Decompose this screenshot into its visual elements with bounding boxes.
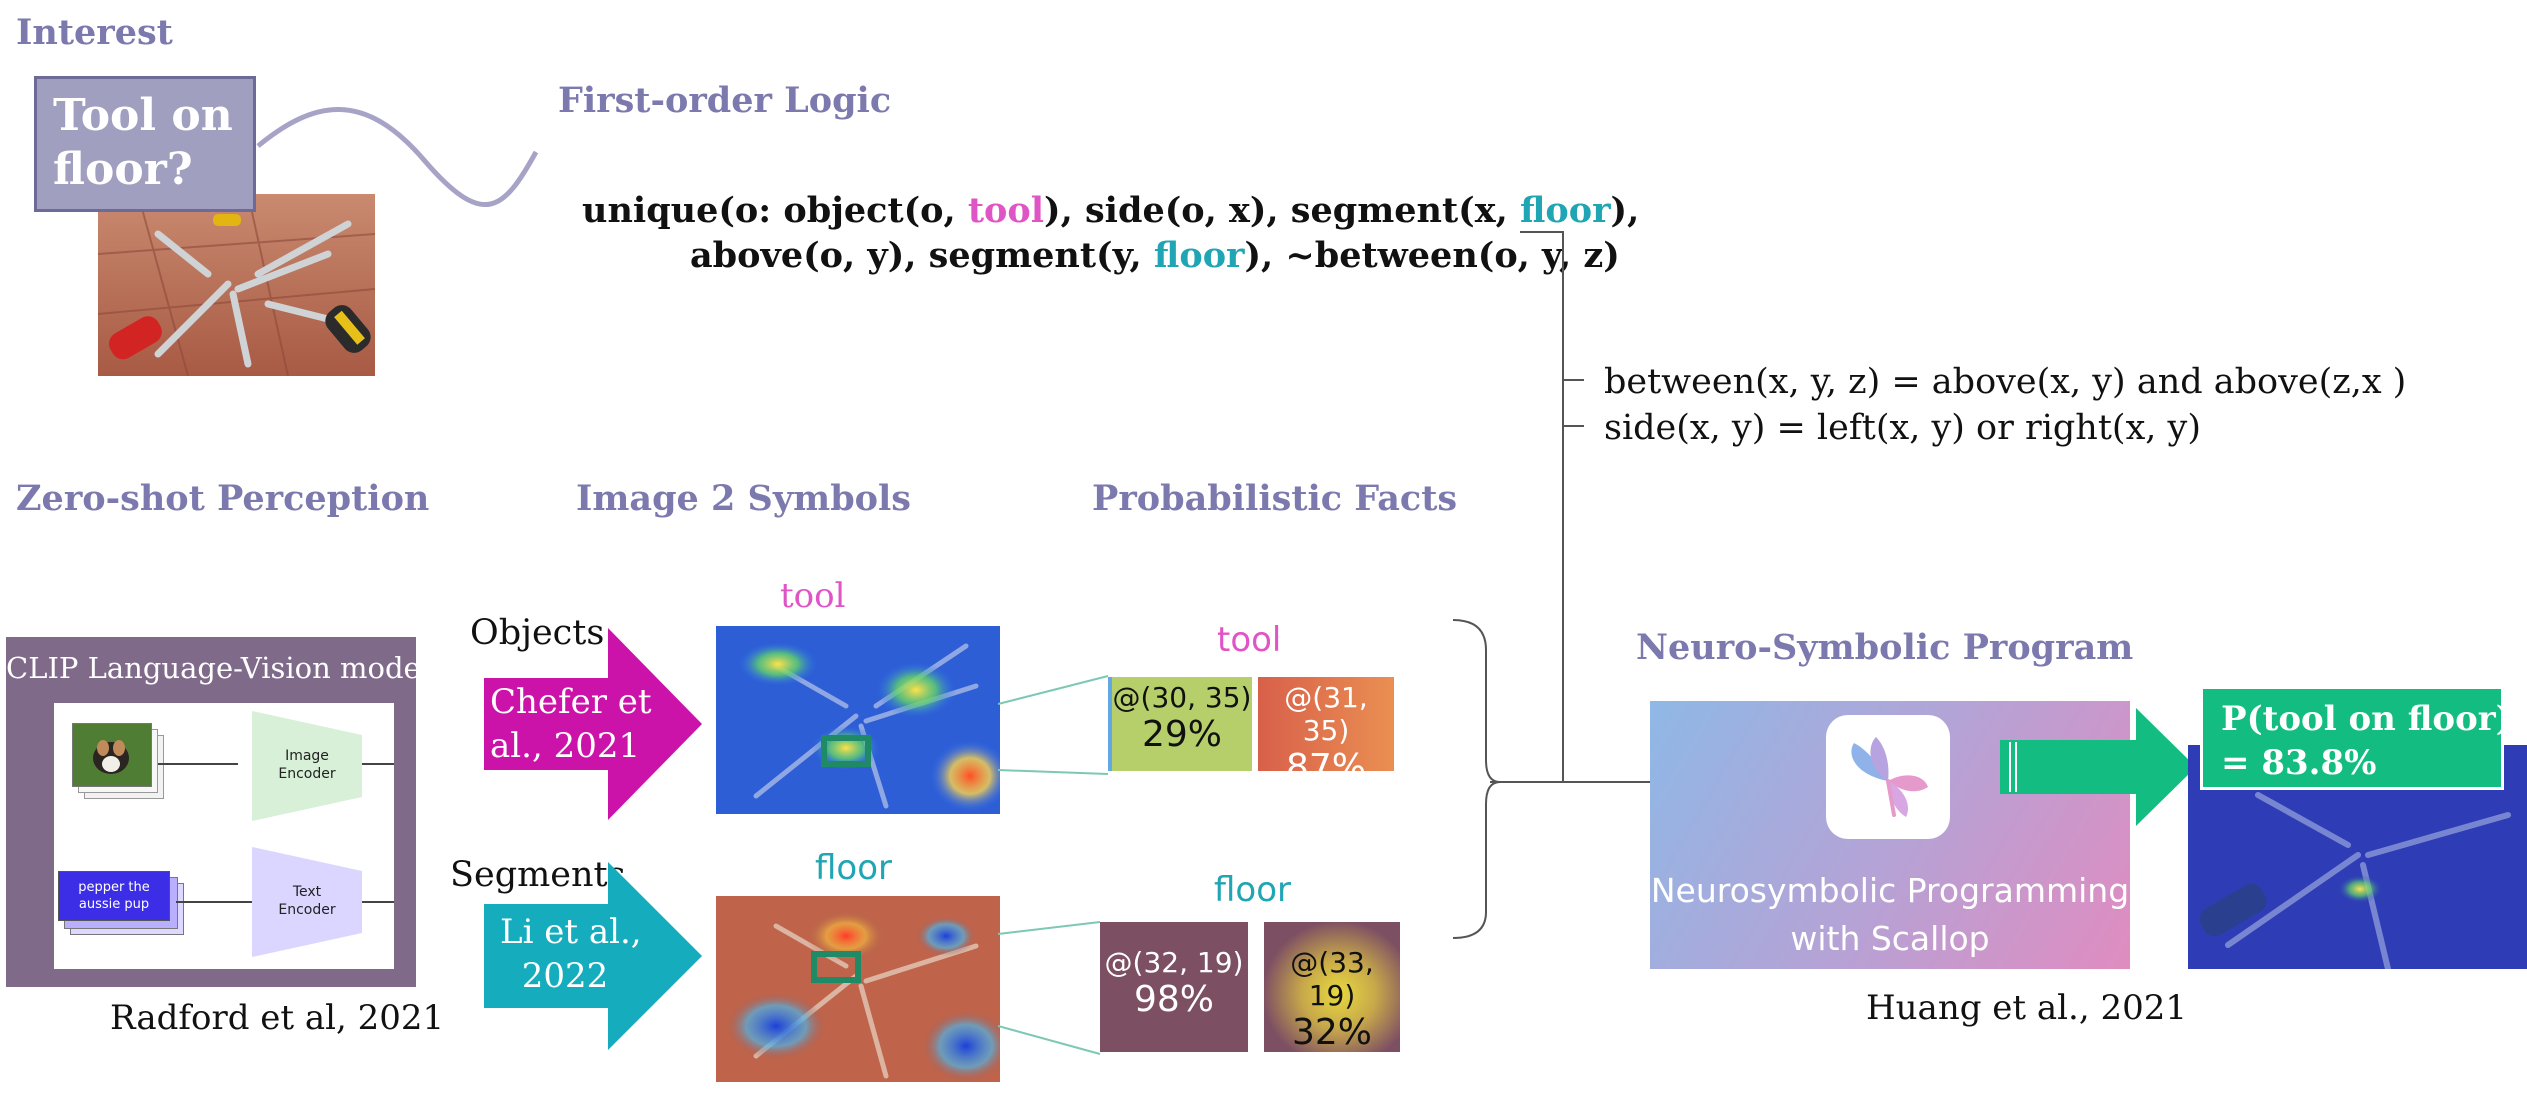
result-line-1: P(tool on floor)	[2221, 699, 2512, 739]
question-line-1: Tool on	[53, 90, 233, 141]
fact-coord: @(30, 35)	[1112, 681, 1252, 714]
fact-coord: @(31, 35)	[1284, 681, 1368, 747]
segments-zoom-lines	[998, 921, 1101, 1055]
image-encoder-shape	[252, 711, 362, 821]
objects-zoom-lines	[998, 675, 1109, 775]
fact-tile-tool-1: @(30, 35) 29%	[1108, 677, 1252, 771]
text-encoder-shape	[252, 847, 362, 957]
fact-prob: 32%	[1291, 1012, 1372, 1053]
rule-between: between(x, y, z) = above(x, y) and above…	[1604, 362, 2407, 402]
clip-title: CLIP Language-Vision model	[6, 651, 430, 685]
fact-coord: @(33, 19)	[1290, 946, 1374, 1012]
tool-attention-map	[716, 626, 1000, 814]
fact-tile-floor-1: @(32, 19) 98%	[1100, 922, 1248, 1052]
tools-on-floor-photo	[98, 194, 375, 376]
segments-arrow	[484, 862, 702, 1050]
facts-floor-label: floor	[1214, 870, 1291, 910]
scallop-logo	[1826, 715, 1950, 839]
fact-prob: 98%	[1133, 979, 1214, 1020]
fact-tile-tool-2: @(31, 35) 87%	[1258, 677, 1394, 788]
objects-map-label: tool	[780, 576, 846, 616]
result-line-2: = 83.8%	[2221, 743, 2377, 783]
result-box: P(tool on floor) = 83.8%	[2200, 686, 2512, 790]
dog-photo	[72, 723, 152, 787]
floor-segment-map	[716, 896, 1000, 1082]
probabilistic-facts-title: Probabilistic Facts	[1092, 478, 1458, 519]
first-order-logic-title: First-order Logic	[558, 80, 892, 121]
logic-line-1: unique(o: object(o, tool), side(o, x), s…	[582, 190, 1640, 231]
logic-line-2: above(o, y), segment(y, floor), ~between…	[690, 235, 1620, 276]
segments-map-label: floor	[815, 848, 892, 888]
fact-prob: 29%	[1141, 714, 1222, 755]
question-line-2: floor?	[53, 144, 193, 195]
objects-arrow	[484, 628, 702, 820]
image2symbols-title: Image 2 Symbols	[576, 478, 912, 519]
squiggle-connector	[256, 107, 539, 207]
fact-prob: 87%	[1285, 747, 1366, 788]
segments-arrow-text: Li et al.,2022	[500, 912, 642, 996]
segments-label: Segments	[450, 855, 626, 895]
clip-citation: Radford et al, 2021	[110, 998, 445, 1038]
fact-tile-floor-2: @(33, 19) 32%	[1264, 922, 1400, 1053]
interest-title: Interest	[16, 12, 173, 53]
facts-tool-label: tool	[1217, 620, 1282, 660]
zero-shot-perception-title: Zero-shot Perception	[16, 478, 430, 519]
output-arrow	[2000, 708, 2196, 826]
question-box: Tool on floor?	[34, 76, 256, 212]
fact-coord: @(32, 19)	[1104, 946, 1244, 979]
rule-side: side(x, y) = left(x, y) or right(x, y)	[1604, 408, 2201, 448]
neuro-symbolic-program-title: Neuro-Symbolic Program	[1636, 627, 2134, 668]
scallop-citation: Huang et al., 2021	[1866, 988, 2187, 1028]
objects-label: Objects	[470, 613, 605, 653]
